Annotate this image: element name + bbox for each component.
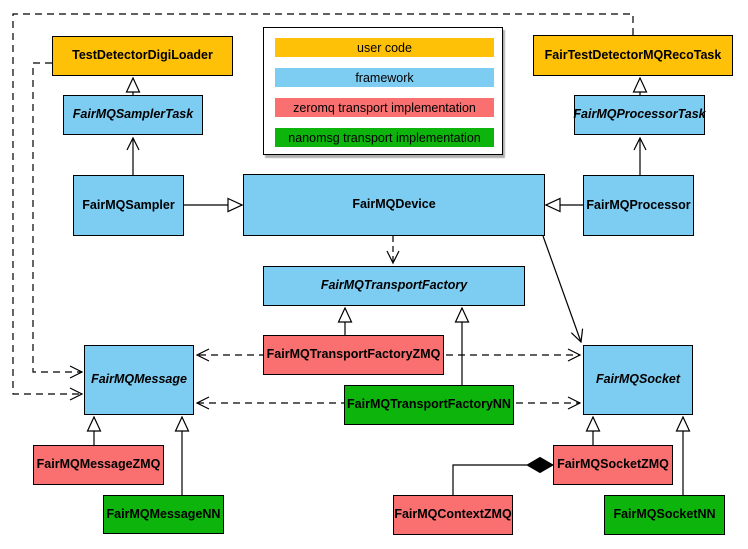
node-fairmqtransportfactorynn: FairMQTransportFactoryNN [344,385,514,425]
node-label: FairMQContextZMQ [394,507,512,522]
node-fairmqsocketnn: FairMQSocketNN [604,495,725,535]
node-label: FairMQTransportFactoryNN [347,397,511,412]
node-fairmqmessagenn: FairMQMessageNN [103,495,224,534]
legend-item-nanomsg: nanomsg transport implementation [275,128,494,147]
node-fairmqtransportfactoryzmq: FairMQTransportFactoryZMQ [263,335,444,375]
node-label: FairMQMessageZMQ [36,457,161,472]
node-fairmqcontextzmq: FairMQContextZMQ [393,495,513,535]
node-label: FairMQSocket [595,372,681,387]
node-fairmqtransportfactory: FairMQTransportFactory [263,266,525,306]
node-label: TestDetectorDigiLoader [72,48,213,63]
node-fairmqmessage: FairMQMessage [84,345,194,415]
node-label: FairMQDevice [352,197,436,212]
legend-label: user code [357,40,412,55]
node-label: FairMQMessageNN [106,506,221,521]
edge-contextzmq-socketzmq [452,464,527,495]
node-fairmqmessagezmq: FairMQMessageZMQ [33,445,164,485]
node-label: FairMQSamplerTask [72,107,194,122]
node-label: FairMQSocketZMQ [557,457,669,472]
legend-item-framework: framework [275,68,494,87]
node-label: FairMQProcessor [586,197,691,212]
legend-item-user-code: user code [275,38,494,57]
node-fairmqsampler: FairMQSampler [73,175,184,236]
legend-label: nanomsg transport implementation [288,130,481,145]
node-label: FairMQTransportFactory [320,278,468,293]
node-testdetectordigiloader: TestDetectorDigiLoader [52,36,233,76]
edge-device-socket [542,235,584,344]
legend-label: zeromq transport implementation [293,100,476,115]
legend-item-zeromq: zeromq transport implementation [275,98,494,117]
node-label: FairMQProcessorTask [573,107,706,122]
node-label: FairMQSocketNN [613,507,716,522]
node-label: FairMQMessage [91,372,187,387]
node-fairmqsamplertask: FairMQSamplerTask [63,95,203,135]
legend: user code framework zeromq transport imp… [263,27,503,155]
node-fairtestdetectormqrecotask: FairTestDetectorMQRecoTask [533,35,733,76]
node-fairmqdevice: FairMQDevice [243,174,545,236]
composition-diamond [525,456,555,474]
node-fairmqprocessortask: FairMQProcessorTask [573,95,706,135]
legend-label: framework [355,70,414,85]
node-fairmqsocket: FairMQSocket [583,345,693,415]
node-fairmqsocketzmq: FairMQSocketZMQ [553,445,673,485]
node-label: FairTestDetectorMQRecoTask [544,47,722,62]
node-fairmqprocessor: FairMQProcessor [583,175,694,236]
edge-recotask-message [12,13,634,401]
edge-digiloader-message [32,62,84,379]
node-label: FairMQTransportFactoryZMQ [266,347,441,362]
node-label: FairMQSampler [82,197,175,212]
